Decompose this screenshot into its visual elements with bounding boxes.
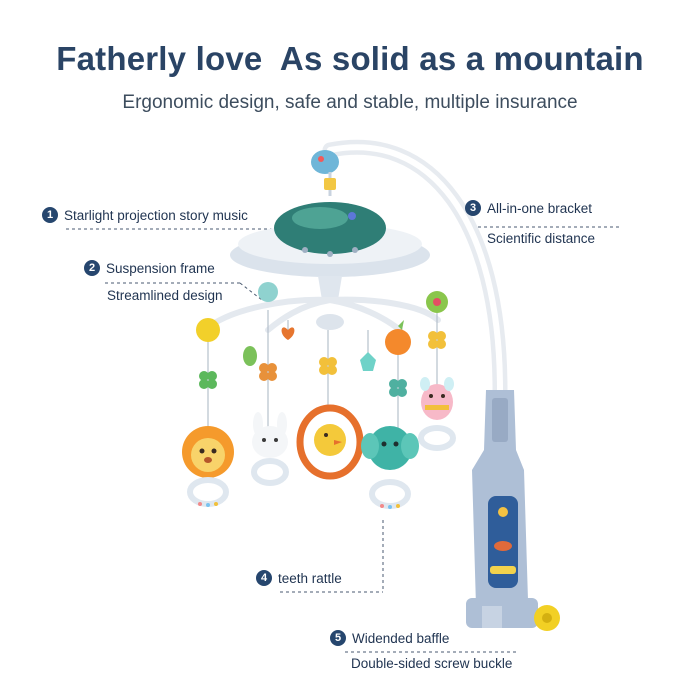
sticker-star — [498, 507, 508, 517]
frame-hub — [316, 314, 344, 330]
leader-line-2b — [239, 282, 263, 301]
callout-baffle: 5 Widended baffle — [330, 630, 450, 647]
bracket-grip — [492, 398, 508, 442]
rattle-beads — [198, 502, 400, 509]
bead-yellow — [196, 318, 220, 342]
hook-clip — [324, 178, 336, 190]
callout-number-badge: 1 — [42, 207, 58, 224]
top-hook — [311, 150, 339, 196]
callout-teeth-rattle: 4 teeth rattle — [256, 570, 342, 587]
callout-bracket-detail: Scientific distance — [487, 231, 596, 246]
bead-orange-leaf — [398, 320, 404, 330]
callout-label: Widended baffle — [352, 630, 450, 646]
clover-mid-left — [259, 363, 277, 381]
callout-number-badge: 4 — [256, 570, 272, 587]
sticker-ufo — [494, 541, 512, 551]
curved-arm-highlight — [327, 144, 503, 393]
sticker-logo — [490, 566, 516, 574]
clover-right — [428, 331, 446, 349]
clover-left — [199, 371, 217, 389]
callout-projection: 1 Starlight projection story music — [42, 207, 248, 224]
frame-arm-inner-left — [265, 297, 333, 333]
projector-stem — [318, 276, 342, 300]
bead-green-center — [433, 298, 441, 306]
callout-number-badge: 3 — [465, 200, 481, 217]
leaf-green — [243, 346, 257, 366]
elephant-toy — [361, 426, 419, 470]
screw-knob-center — [542, 613, 552, 623]
page-subtitle: Ergonomic design, safe and stable, multi… — [122, 92, 578, 113]
projector-button-a — [302, 247, 308, 253]
clover-center — [319, 357, 337, 375]
projector-dome-shine — [292, 207, 348, 229]
heart-ornament — [281, 327, 295, 340]
rattle-ring-4 — [418, 425, 456, 451]
page-title: Fatherly love As solid as a mountain — [56, 40, 644, 77]
callout-label: Starlight projection story music — [64, 207, 248, 223]
rattle-ring-1 — [187, 477, 229, 507]
callout-suspension-frame: 2 Suspension frame — [84, 260, 215, 277]
projector-button-c — [352, 247, 358, 253]
bead-orange — [385, 329, 411, 355]
hook-toy — [311, 150, 339, 174]
screw-slot — [482, 606, 502, 628]
clover-ornaments — [199, 331, 446, 397]
frame-bead — [258, 282, 278, 302]
clover-mid-right — [389, 379, 407, 397]
callout-label: Suspension frame — [106, 260, 215, 276]
callout-label: teeth rattle — [278, 570, 342, 586]
callout-label: All-in-one bracket — [487, 200, 593, 216]
callout-number-badge: 5 — [330, 630, 346, 647]
projector — [230, 202, 430, 300]
bee-toy — [420, 377, 454, 420]
callout-baffle-detail: Double-sided screw buckle — [351, 656, 513, 671]
duck-ring-toy — [296, 404, 364, 480]
rattle-ring-3 — [369, 479, 411, 509]
callout-bracket: 3 All-in-one bracket — [465, 200, 593, 217]
projector-light — [348, 212, 356, 220]
hook-toy-eye — [318, 156, 324, 162]
frame-arm-inner-right — [327, 297, 403, 333]
leader-lines — [66, 226, 622, 653]
callout-number-badge: 2 — [84, 260, 100, 277]
bracket — [322, 139, 560, 631]
callout-suspension-frame-detail: Streamlined design — [107, 288, 223, 303]
pentagon-ornament — [360, 352, 376, 371]
lion-toy — [182, 426, 234, 478]
bunny-toy — [252, 412, 288, 458]
rattle-ring-2 — [251, 458, 289, 486]
projector-button-b — [327, 251, 333, 257]
